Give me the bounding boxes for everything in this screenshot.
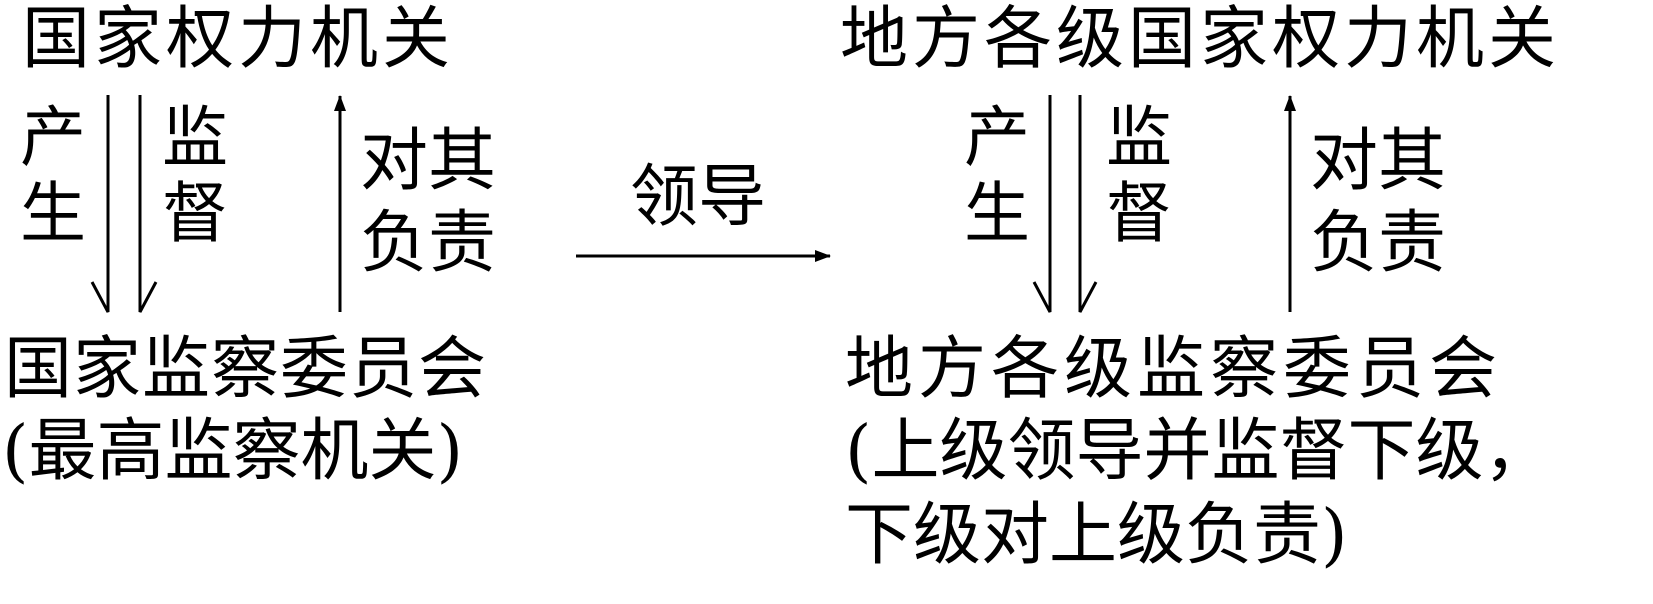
right-top-box: 地方各级国家权力机关 — [840, 0, 1561, 79]
right-produce-arrow — [1032, 95, 1052, 313]
left-produce-char-2: 生 — [20, 175, 86, 252]
left-top-box: 国家权力机关 — [22, 0, 455, 79]
lead-label: 领导 — [630, 158, 767, 237]
left-supervise-char-2: 督 — [162, 175, 228, 252]
right-bottom-note-1: (上级领导并监督下级， — [845, 412, 1552, 491]
right-supervise-char-2: 督 — [1106, 175, 1172, 252]
left-produce-arrow — [90, 95, 110, 313]
left-supervise-char-1: 监 — [162, 99, 228, 176]
left-responsible-line-2: 负责 — [360, 204, 497, 283]
right-supervise-arrow — [1078, 95, 1098, 313]
left-bottom-box: 国家监察委员会 — [4, 330, 488, 409]
right-produce-char-2: 生 — [964, 175, 1030, 252]
left-produce-char-1: 产 — [20, 99, 86, 176]
right-supervise-char-1: 监 — [1106, 99, 1172, 176]
left-bottom-note: (最高监察机关) — [2, 412, 464, 491]
left-supervise-arrow — [138, 95, 158, 313]
right-bottom-box: 地方各级监察委员会 — [845, 330, 1503, 409]
right-responsible-line-1: 对其 — [1310, 122, 1447, 201]
right-bottom-note-2: 下级对上级负责) — [845, 496, 1348, 575]
left-responsible-line-1: 对其 — [360, 122, 497, 201]
right-produce-char-1: 产 — [964, 99, 1030, 176]
right-responsible-line-2: 负责 — [1310, 204, 1447, 283]
